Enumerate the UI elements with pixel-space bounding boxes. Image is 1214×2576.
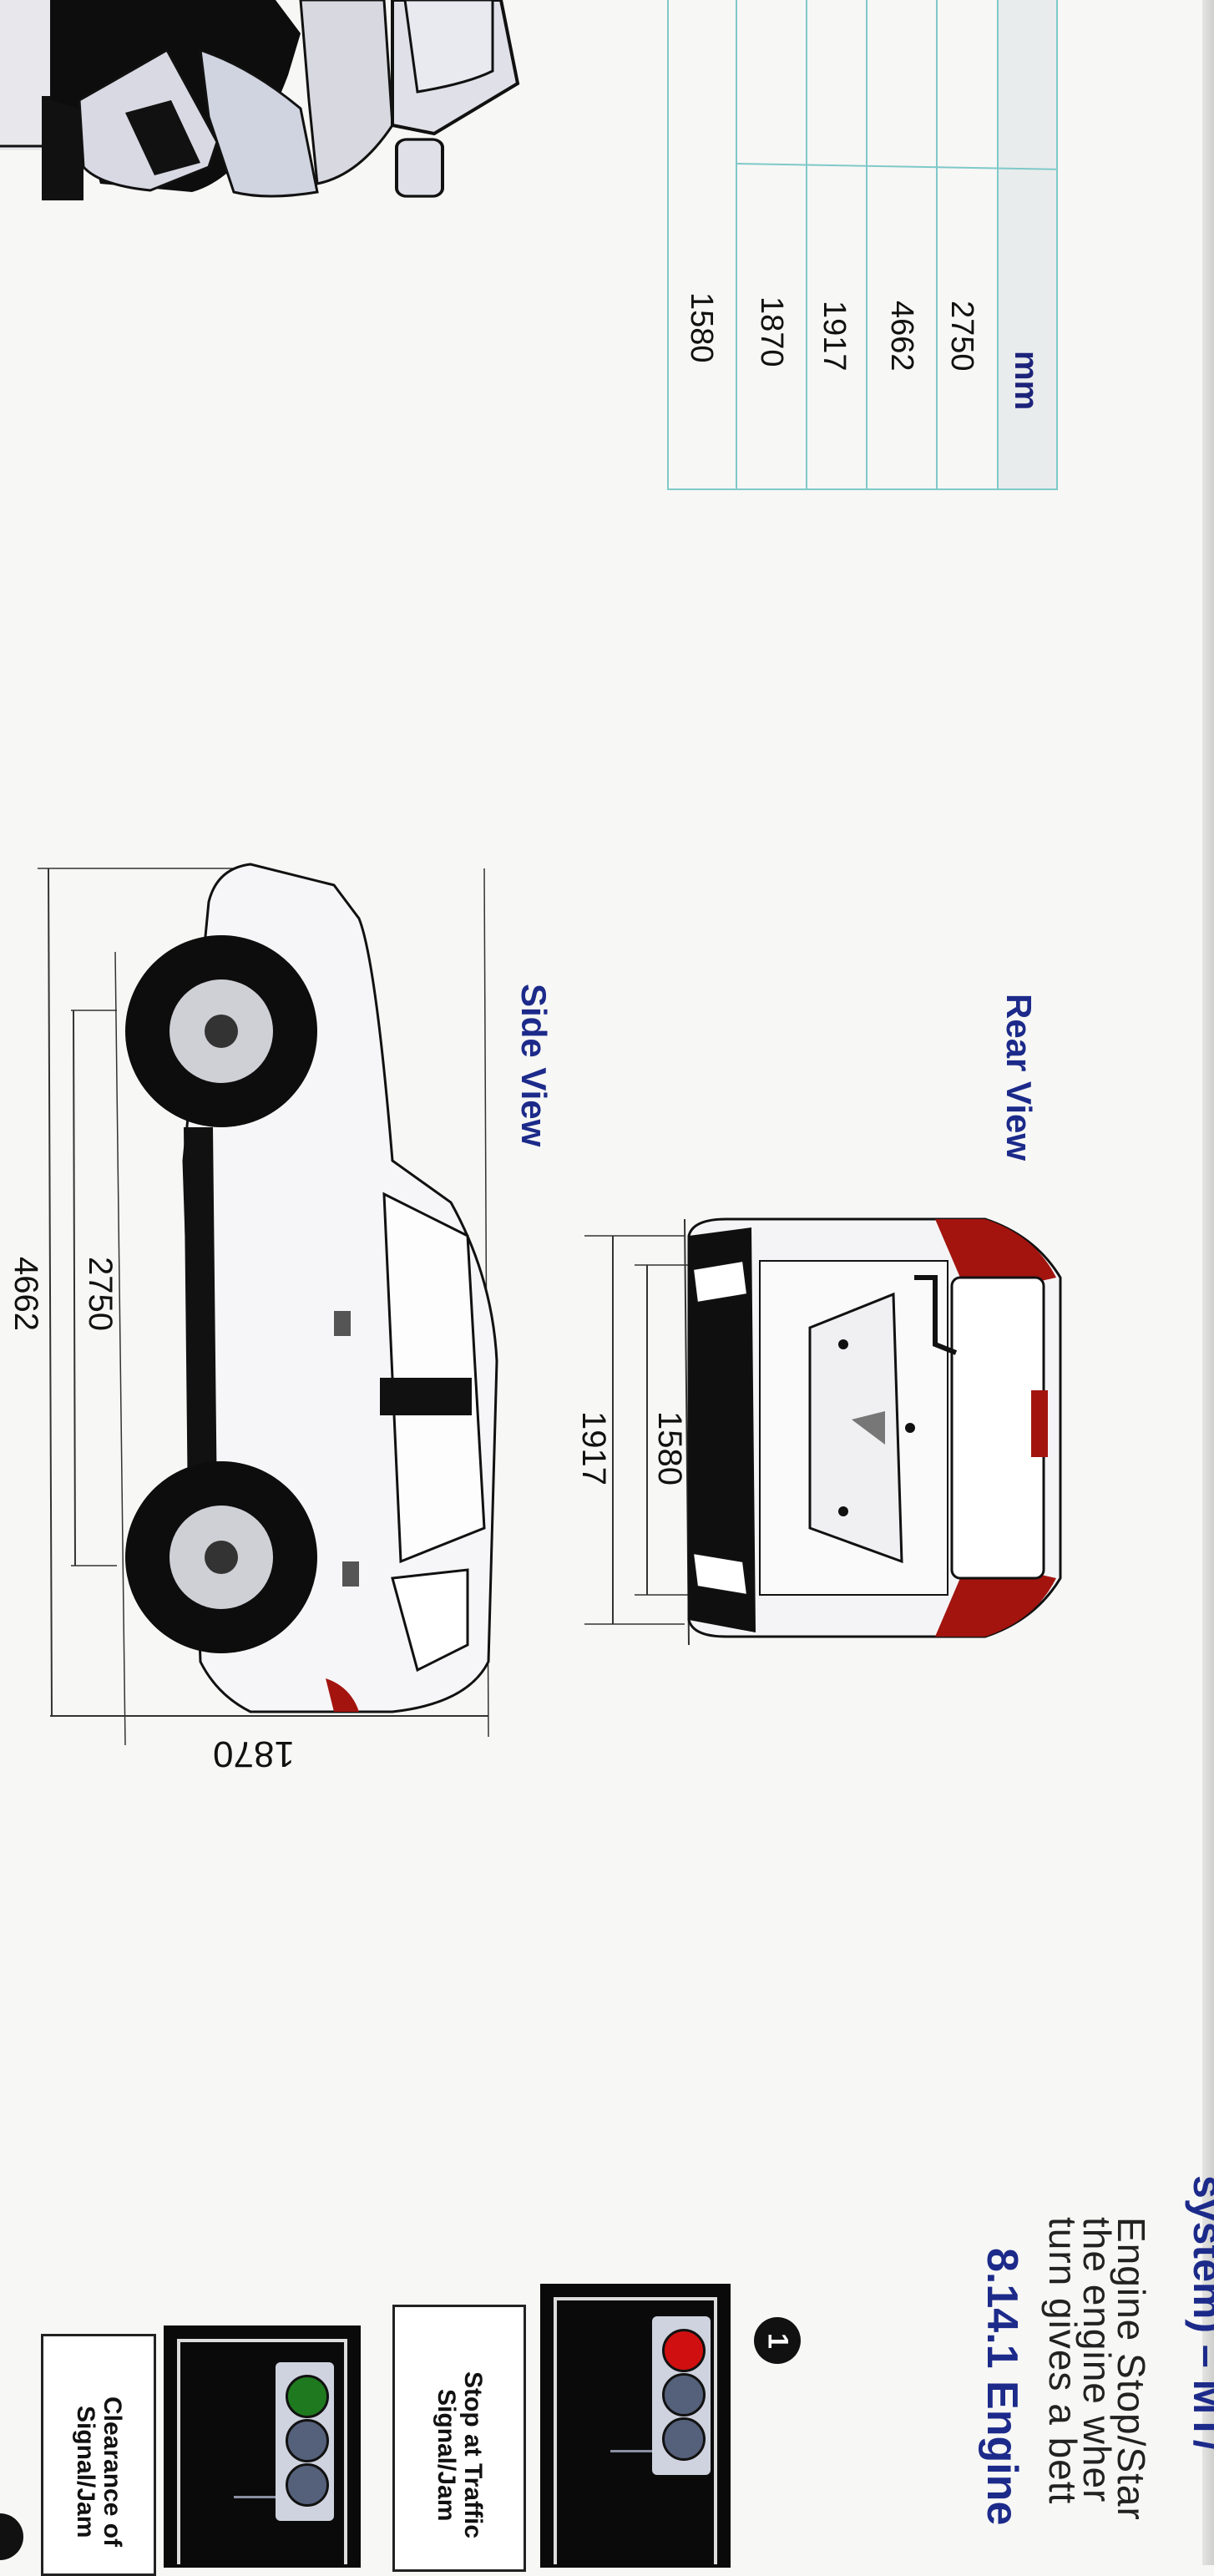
section-heading: system) – MT/ bbox=[1185, 2175, 1214, 2452]
table-cell-value: 1917 bbox=[817, 301, 852, 372]
table-cell-value: 2750 bbox=[944, 301, 979, 372]
side-view-title: Side View bbox=[514, 984, 554, 1147]
step-caption-box: Stop at Traffic Signal/Jam bbox=[392, 2305, 526, 2572]
overall-length-dimension: 4662 bbox=[8, 1257, 44, 1331]
table-header-column bbox=[997, 0, 1056, 488]
page-edge bbox=[1202, 0, 1214, 2565]
front-view-car-image bbox=[0, 0, 520, 200]
paragraph-line: Engine Stop/Star bbox=[1110, 2217, 1153, 2521]
table-cell-value: 1870 bbox=[754, 296, 789, 367]
paragraph-line: the engine wher bbox=[1075, 2217, 1119, 2503]
overall-height-dimension: 1870 bbox=[213, 1733, 295, 1774]
paragraph-line: turn gives a bett bbox=[1041, 2217, 1085, 2505]
wheelbase-dimension: 2750 bbox=[82, 1257, 119, 1331]
step-caption: Stop at Traffic Signal/Jam bbox=[432, 2371, 487, 2539]
traffic-light-red-illustration bbox=[540, 2284, 731, 2568]
rear-view-car-image bbox=[584, 1217, 1062, 1646]
green-light-icon bbox=[286, 2375, 329, 2418]
step-number-badge: 1 bbox=[754, 2317, 801, 2364]
rear-track-dimension: 1580 bbox=[651, 1411, 688, 1485]
step-number-badge bbox=[0, 2513, 23, 2560]
red-light-icon bbox=[662, 2329, 706, 2372]
unit-header: mm bbox=[1008, 351, 1045, 411]
step-caption: Clearance of Signal/Jam bbox=[72, 2396, 126, 2548]
rear-width-dimension: 1917 bbox=[575, 1411, 612, 1485]
rear-view-title: Rear View bbox=[999, 994, 1039, 1161]
subsection-heading: 8.14.1 Engine bbox=[978, 2248, 1026, 2526]
side-view-car-image bbox=[38, 863, 498, 1745]
dimensions-table: mm 2750 4662 1917 1870 1580 bbox=[667, 0, 1058, 490]
step-caption-box: Clearance of Signal/Jam bbox=[41, 2334, 156, 2576]
section-paragraph: Engine Stop/Star the engine wher turn gi… bbox=[1041, 2217, 1153, 2568]
table-cell-value: 1580 bbox=[684, 292, 719, 363]
table-cell-value: 4662 bbox=[884, 301, 919, 372]
traffic-light-green-illustration bbox=[164, 2325, 361, 2568]
